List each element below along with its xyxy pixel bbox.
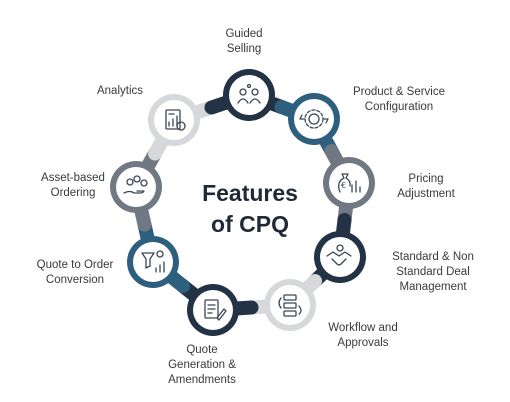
hand-assets-icon bbox=[123, 175, 148, 194]
feature-node-product-service-configuration bbox=[288, 93, 340, 145]
label-analytics: Analytics bbox=[96, 85, 144, 97]
feature-node-pricing-adjustment: € bbox=[323, 157, 375, 209]
label-product-service-configuration: Product & Service Configuration bbox=[352, 86, 446, 113]
funnel-chart-icon bbox=[141, 250, 165, 273]
feature-node-analytics bbox=[148, 94, 200, 146]
people-network-icon bbox=[237, 83, 261, 104]
document-pen-icon bbox=[204, 299, 227, 321]
workflow-icon bbox=[278, 294, 302, 317]
feature-node-standard-non-standard-deal-management bbox=[314, 231, 366, 283]
center-title: Features of CPQ bbox=[190, 178, 310, 240]
label-pricing-adjustment: Pricing Adjustment bbox=[397, 173, 455, 200]
label-guided-selling: Guided Selling bbox=[225, 28, 263, 55]
title-line-2: of CPQ bbox=[211, 211, 289, 237]
feature-node-quote-generation-amendments bbox=[187, 284, 239, 336]
title-line-1: Features bbox=[202, 180, 298, 206]
feature-node-asset-based-ordering bbox=[110, 161, 162, 213]
svg-text:€: € bbox=[341, 181, 346, 190]
handshake-icon bbox=[326, 244, 352, 266]
label-standard-non-standard-deal-management: Standard & Non Standard Deal Management bbox=[392, 251, 474, 293]
money-bag-icon: € bbox=[338, 173, 361, 193]
label-asset-based-ordering: Asset-based Ordering bbox=[41, 172, 105, 199]
label-quote-generation-amendments: Quote Generation & Amendments bbox=[168, 344, 236, 386]
analytics-report-icon bbox=[165, 109, 186, 131]
label-workflow-approvals: Workflow and Approvals bbox=[328, 322, 398, 349]
feature-node-workflow-approvals bbox=[264, 279, 316, 331]
label-quote-to-order-conversion: Quote to Order Conversion bbox=[36, 259, 114, 286]
gear-cycle-icon bbox=[299, 109, 329, 129]
feature-node-guided-selling bbox=[223, 69, 275, 121]
feature-node-quote-to-order-conversion bbox=[127, 236, 179, 288]
